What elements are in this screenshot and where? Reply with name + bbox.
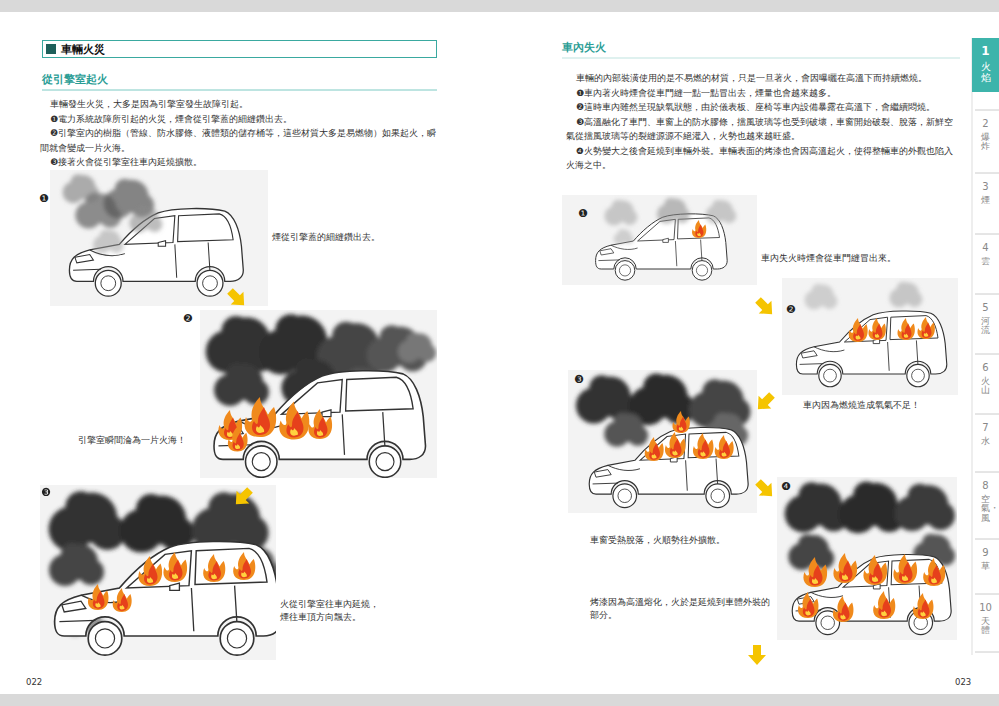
heading-rule	[42, 90, 437, 91]
chapter-number: 5	[982, 302, 988, 314]
text-column: 車輛的內部裝潢使用的是不易燃的材質，只是一旦著火，會因曝曬在高溫下而持續燃燒。❶…	[566, 71, 960, 173]
chapter-name: 空氣・風	[981, 495, 990, 523]
bottom-band	[0, 694, 999, 706]
caption: 火從引擎室往車內延燒， 煙往車頂方向飄去。	[280, 598, 390, 624]
tab-separators	[975, 110, 999, 652]
body-paragraph: ❶車內著火時煙會從車門縫一點一點冒出去，煙量也會越來越多。	[566, 86, 960, 101]
chapter-tab: 7水	[972, 416, 999, 470]
chapter-number: 10	[979, 602, 992, 614]
body-paragraph: ❸接著火會從引擎室往車內延燒擴散。	[40, 155, 437, 170]
caption: 車內失火時煙會從車門縫冒出來。	[761, 252, 901, 265]
callout-number: ❹	[781, 481, 791, 492]
top-band	[0, 0, 999, 12]
engine-fire-step3	[40, 485, 276, 660]
text-column: 車輛發生火災，大多是因為引擎室發生故障引起。❶電力系統故障所引起的火災，煙會從引…	[40, 97, 437, 170]
chapter-name: 雲	[981, 257, 990, 266]
chapter-number: 1	[981, 44, 989, 58]
chapter-name: 天體	[981, 617, 990, 636]
chapter-tab: 1 火焰	[972, 38, 999, 92]
body-paragraph: 車輛的內部裝潢使用的是不易燃的材質，只是一旦著火，會因曝曬在高溫下而持續燃燒。	[566, 71, 960, 86]
chapter-number: 8	[982, 480, 988, 492]
chapter-name: 爆炸	[981, 133, 990, 152]
body-paragraph: ❸高溫融化了車門、車窗上的防水膠條，擋風玻璃等也受到破壞，車窗開始破裂、脫落，新…	[566, 115, 960, 144]
callout-number: ❸	[41, 487, 51, 498]
tab-rail	[972, 38, 973, 655]
callout-number: ❸	[574, 374, 584, 385]
callout-number: ❶	[39, 193, 49, 204]
chapter-name: 水	[981, 437, 990, 446]
caption: 車窗受熱脫落，火順勢往外擴散。	[590, 534, 760, 547]
chapter-tab: 5 河流	[972, 296, 999, 352]
callout-number: ❶	[578, 208, 588, 219]
step-arrows	[224, 285, 779, 665]
chapter-number: 7	[982, 422, 988, 434]
chapter-number: 2	[982, 118, 988, 130]
heading-rule	[562, 58, 960, 59]
chapter-tab: 2 爆炸	[972, 112, 999, 172]
chapter-tab: 10 天體	[972, 596, 999, 650]
body-paragraph: ❷這時車內雖然呈現缺氧狀態，由於儀表板、座椅等車內設備暴露在高溫下，會繼續悶燒。	[566, 100, 960, 115]
chapter-name: 煙	[981, 196, 990, 205]
chapter-tab: 3煙	[972, 175, 999, 232]
title-box: 車輛火災	[42, 40, 437, 58]
callout-number: ❷	[183, 313, 193, 324]
interior-fire-step1	[562, 195, 757, 285]
caption: 車內因為燃燒造成氧氣不足！	[803, 399, 953, 412]
interior-fire-step4	[777, 477, 957, 640]
page-number: 022	[26, 677, 42, 687]
page-number: 023	[955, 677, 971, 687]
engine-fire-step2	[200, 310, 437, 478]
chapter-tab: 9草	[972, 541, 999, 593]
chapter-name: 火山	[981, 377, 990, 396]
chapter-tab: 4雲	[972, 236, 999, 292]
caption: 煙從引擎蓋的細縫鑽出去。	[272, 231, 387, 244]
body-paragraph: ❷引擎室內的樹脂（管線、防水膠條、液體類的儲存桶等，這些材質大多是易燃物）如果起…	[40, 126, 437, 155]
body-paragraph: ❹火勢變大之後會延燒到車輛外裝。車輛表面的烤漆也會因高溫起火，使得整輛車的外觀也…	[566, 144, 960, 173]
chapter-tab: 8 空氣・風	[972, 474, 999, 538]
chapter-name: 火焰	[981, 61, 991, 83]
engine-fire-step1	[50, 170, 268, 306]
body-paragraph: 車輛發生火災，大多是因為引擎室發生故障引起。	[40, 97, 437, 112]
chapter-name: 草	[981, 562, 990, 571]
chapter-number: 9	[982, 547, 988, 559]
caption: 烤漆因為高溫熔化，火於是延燒到車體外裝的部分。	[590, 596, 772, 622]
chapter-number: 6	[982, 362, 988, 374]
interior-fire-step3	[568, 370, 757, 513]
chapter-number: 3	[982, 181, 988, 193]
chapter-number: 4	[982, 242, 988, 254]
chapter-name: 河流	[981, 317, 990, 336]
section-heading: 從引擎室起火	[42, 73, 108, 87]
caption: 引擎室瞬間淪為一片火海！	[78, 434, 196, 447]
section-heading: 車內失火	[562, 41, 606, 55]
body-paragraph: ❶電力系統故障所引起的火災，煙會從引擎蓋的細縫鑽出去。	[40, 112, 437, 127]
interior-fire-step2	[782, 278, 958, 395]
section-title: 車輛火災	[61, 42, 105, 57]
chapter-tab: 6 火山	[972, 356, 999, 412]
callout-number: ❷	[786, 304, 796, 315]
